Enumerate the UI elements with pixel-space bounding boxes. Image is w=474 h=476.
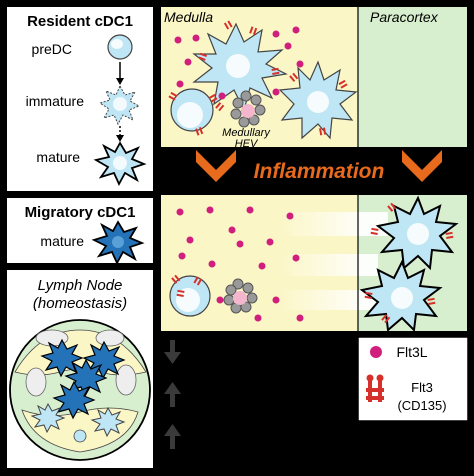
resident-cdc1-panel: Resident cDC1 preDC immature mature <box>5 5 155 193</box>
mature-migratory-cell-icon <box>91 220 145 266</box>
lymph-node-subtitle: (homeostasis) <box>33 295 127 312</box>
medullary-hev-icon-inflamed <box>223 278 258 314</box>
effects-list: cDC1 density in medulla Flt3L availabili… <box>164 340 389 450</box>
hev-label-line2: HEV <box>235 138 259 150</box>
migratory-cdc1-panel: Migratory cDC1 mature <box>5 196 155 266</box>
inflammation-label: Inflammation <box>254 160 385 183</box>
mature-resident-cell-icon <box>93 141 147 187</box>
flt3-key-label: Flt3 <box>411 380 433 395</box>
medullary-hev-icon <box>230 90 266 128</box>
stage-label-mature: mature <box>36 149 80 165</box>
effect-1-line1: cDC1 density <box>194 341 289 358</box>
predc-cell-icon <box>107 34 133 60</box>
lymph-node-diagram <box>9 319 151 461</box>
effect-1-line2: in medulla <box>194 359 267 376</box>
resident-cdc1-title: Resident cDC1 <box>27 13 133 30</box>
migratory-cdc1-title: Migratory cDC1 <box>25 204 136 221</box>
lymph-node-title: Lymph Node <box>38 277 123 294</box>
flt3l-key-dot <box>370 346 382 358</box>
stage-label-predc: preDC <box>32 41 72 57</box>
top-tissue-panel: Medulla Paracortex Medullary HEV <box>159 5 469 150</box>
effect-arrow-up <box>164 424 181 449</box>
lymph-node-panel: Lymph Node (homeostasis) <box>5 268 155 470</box>
key-box: Flt3L Flt3 (CD135) <box>357 336 469 422</box>
bottom-tissue-panel <box>159 193 469 333</box>
flt3l-key-label: Flt3L <box>396 344 427 360</box>
migratory-stage-label: mature <box>40 233 84 249</box>
inflammation-transition: Inflammation <box>196 150 442 183</box>
effect-arrow-down <box>164 340 181 364</box>
flt3l-dots-bottom <box>176 206 304 322</box>
effect-2-line1: Flt3L availability <box>194 392 307 409</box>
immature-cell-icon <box>98 84 141 126</box>
flt3-key-sublabel: (CD135) <box>397 398 446 413</box>
flt3l-dots-top <box>174 26 304 100</box>
flt3-receptor-key-icon <box>366 374 384 402</box>
transition-arrow-left <box>196 150 236 182</box>
medullary-dc-round <box>170 88 214 132</box>
stage-label-immature: immature <box>26 93 85 109</box>
medulla-label: Medulla <box>164 9 213 25</box>
paracortex-label: Paracortex <box>370 9 439 25</box>
transition-arrow-right <box>402 150 442 182</box>
hev-label-line1: Medullary <box>222 127 271 139</box>
effect-arrow-up <box>164 382 181 407</box>
medullary-dc-round-inflamed <box>169 275 211 317</box>
effect-3-line1: preDC differentiation speed <box>194 433 389 450</box>
